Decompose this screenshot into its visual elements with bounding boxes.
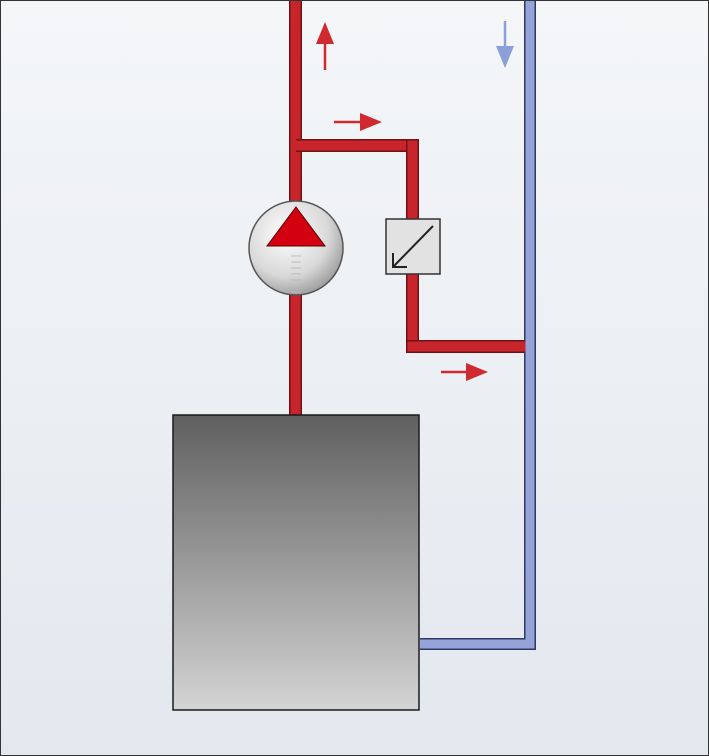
differential-pressure-valve-icon xyxy=(385,218,441,275)
circulation-pump xyxy=(248,200,344,296)
boiler xyxy=(172,414,420,711)
boiler-tank-icon xyxy=(172,414,420,711)
return-pipe xyxy=(420,0,536,650)
arrow-down-icon xyxy=(496,21,514,68)
arrow-right-icon xyxy=(334,113,382,131)
circulation-pump-icon xyxy=(248,200,344,296)
arrow-right-icon xyxy=(441,363,488,381)
bypass-valve xyxy=(385,218,441,275)
flow-arrows xyxy=(316,21,514,381)
arrow-up-icon xyxy=(316,22,334,70)
